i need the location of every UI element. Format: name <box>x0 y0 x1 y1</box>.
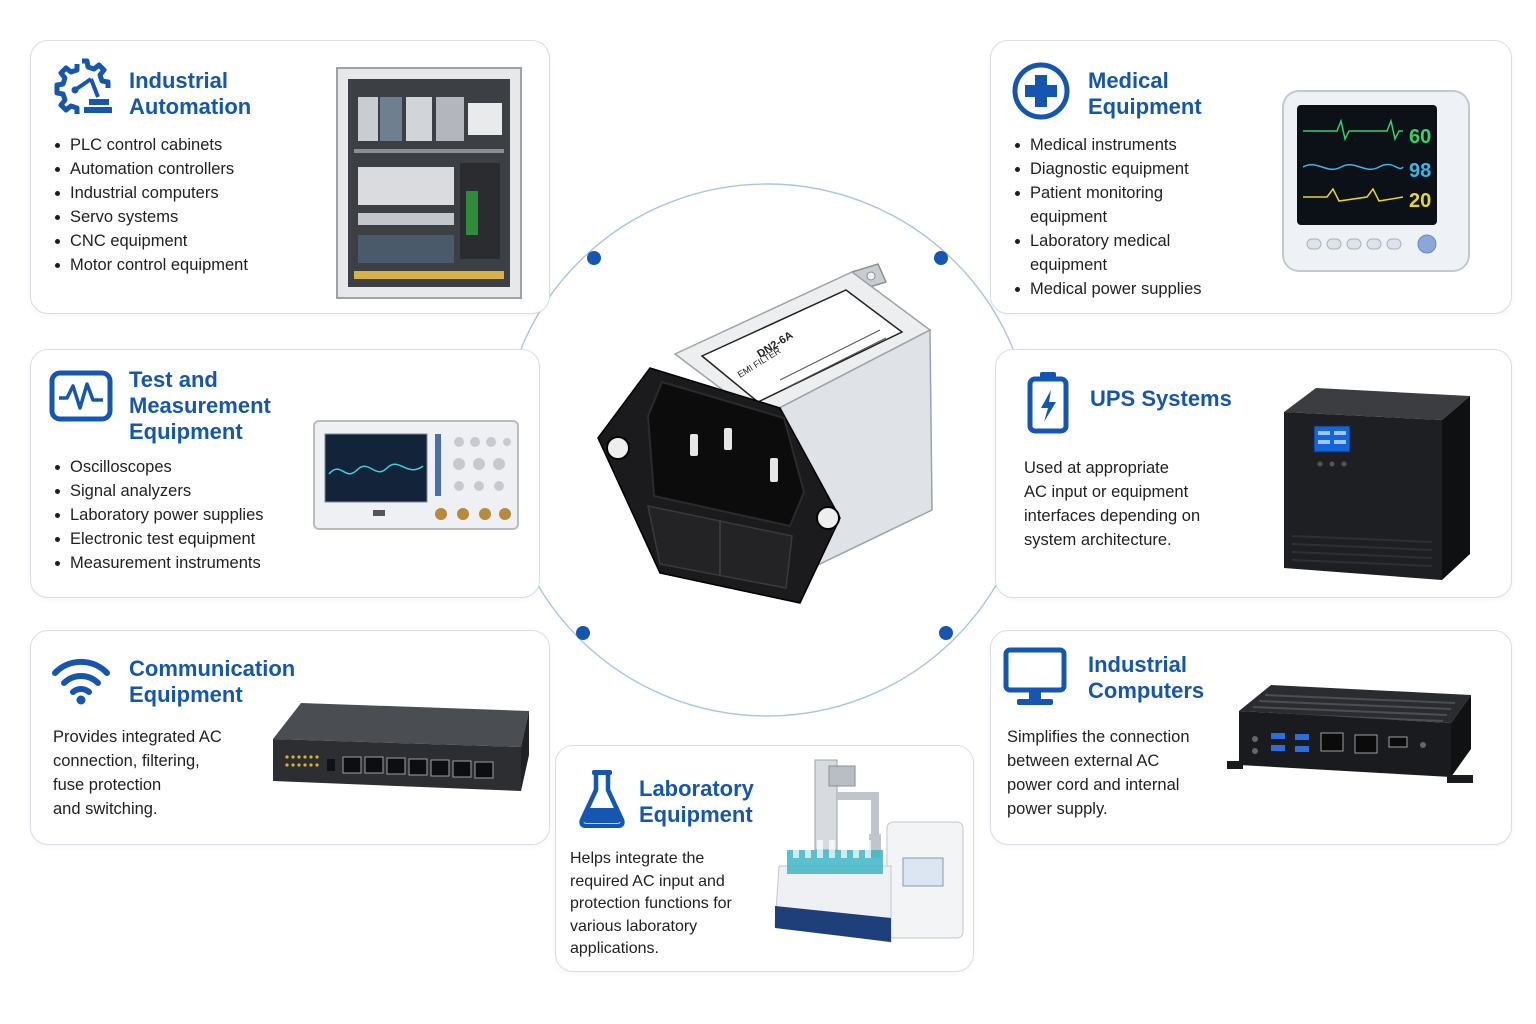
bullet-list: PLC control cabinets Automation controll… <box>53 133 248 277</box>
card-laboratory-equipment: Laboratory Equipment Helps integrate the… <box>555 745 974 972</box>
card-description: Helps integrate the required AC input an… <box>570 850 732 958</box>
card-title: Test and Measurement Equipment <box>129 367 271 444</box>
card-description: Provides integrated AC connection, filte… <box>53 728 222 818</box>
ring-dot-top-right <box>934 251 948 265</box>
card-ups-systems: UPS Systems Used at appropriate AC input… <box>995 349 1512 598</box>
list-item: Medical instruments <box>1013 133 1202 157</box>
list-item: Electronic test equipment <box>53 527 264 551</box>
bullet-list: Medical instruments Diagnostic equipment… <box>1013 133 1202 301</box>
ring-dot-top-left <box>587 251 601 265</box>
card-title: Industrial Computers <box>1088 652 1205 703</box>
wifi-icon <box>52 658 110 705</box>
card-title: Medical Equipment <box>1088 68 1202 119</box>
gear-robot-arm-icon <box>54 58 112 114</box>
monitor-value-spo2: 98 <box>1409 160 1431 182</box>
list-item: Industrial computers <box>53 181 248 205</box>
list-item: Signal analyzers <box>53 479 264 503</box>
network-switch-image <box>273 703 529 791</box>
card-industrial-automation: Industrial Automation PLC control cabine… <box>30 40 550 314</box>
medical-cross-icon <box>1012 62 1070 120</box>
ring-dot-bottom-right <box>939 626 953 640</box>
waveform-monitor-icon <box>49 370 113 422</box>
patient-monitor-image: 60 98 20 <box>1282 90 1470 272</box>
list-item: Servo systems <box>53 205 248 229</box>
bullet-list: Oscilloscopes Signal analyzers Laborator… <box>53 455 264 575</box>
card-description: Simplifies the connection between extern… <box>1007 728 1190 818</box>
battery-bolt-icon <box>1027 372 1069 434</box>
card-industrial-computers: Industrial Computers Simplifies the conn… <box>990 630 1512 845</box>
list-item: Automation controllers <box>53 157 248 181</box>
list-item: Measurement instruments <box>53 551 264 575</box>
list-item: CNC equipment <box>53 229 248 253</box>
card-test-measurement: Test and Measurement Equipment Oscillosc… <box>30 349 540 598</box>
plc-cabinet-image <box>336 67 522 299</box>
card-communication-equipment: Communication Equipment Provides integra… <box>30 630 550 845</box>
oscilloscope-image <box>313 420 519 530</box>
ring-dot-bottom-left <box>576 626 590 640</box>
list-item: PLC control cabinets <box>53 133 248 157</box>
monitor-icon <box>1003 647 1067 705</box>
list-item: Oscilloscopes <box>53 455 264 479</box>
list-item: Diagnostic equipment <box>1013 157 1202 181</box>
card-title: UPS Systems <box>1090 386 1232 411</box>
card-title: Laboratory Equipment <box>639 776 754 827</box>
card-medical-equipment: Medical Equipment Medical instruments Di… <box>990 40 1512 314</box>
monitor-value-hr: 60 <box>1409 126 1431 148</box>
monitor-value-rr: 20 <box>1409 190 1431 212</box>
flask-icon <box>579 770 625 828</box>
emi-filter-inlet-image: DN2-6A EMI FILTER <box>597 263 933 604</box>
ups-tower-image <box>1284 388 1470 580</box>
card-title: Communication Equipment <box>129 656 296 707</box>
lab-liquid-handler-image <box>774 759 964 943</box>
fanless-industrial-pc-image <box>1227 685 1473 783</box>
list-item: Motor control equipment <box>53 253 248 277</box>
card-description: Used at appropriate AC input or equipmen… <box>1024 459 1201 549</box>
list-item: Medical power supplies <box>1013 277 1202 301</box>
list-item: Laboratory power supplies <box>53 503 264 527</box>
card-title: Industrial Automation <box>129 68 252 119</box>
